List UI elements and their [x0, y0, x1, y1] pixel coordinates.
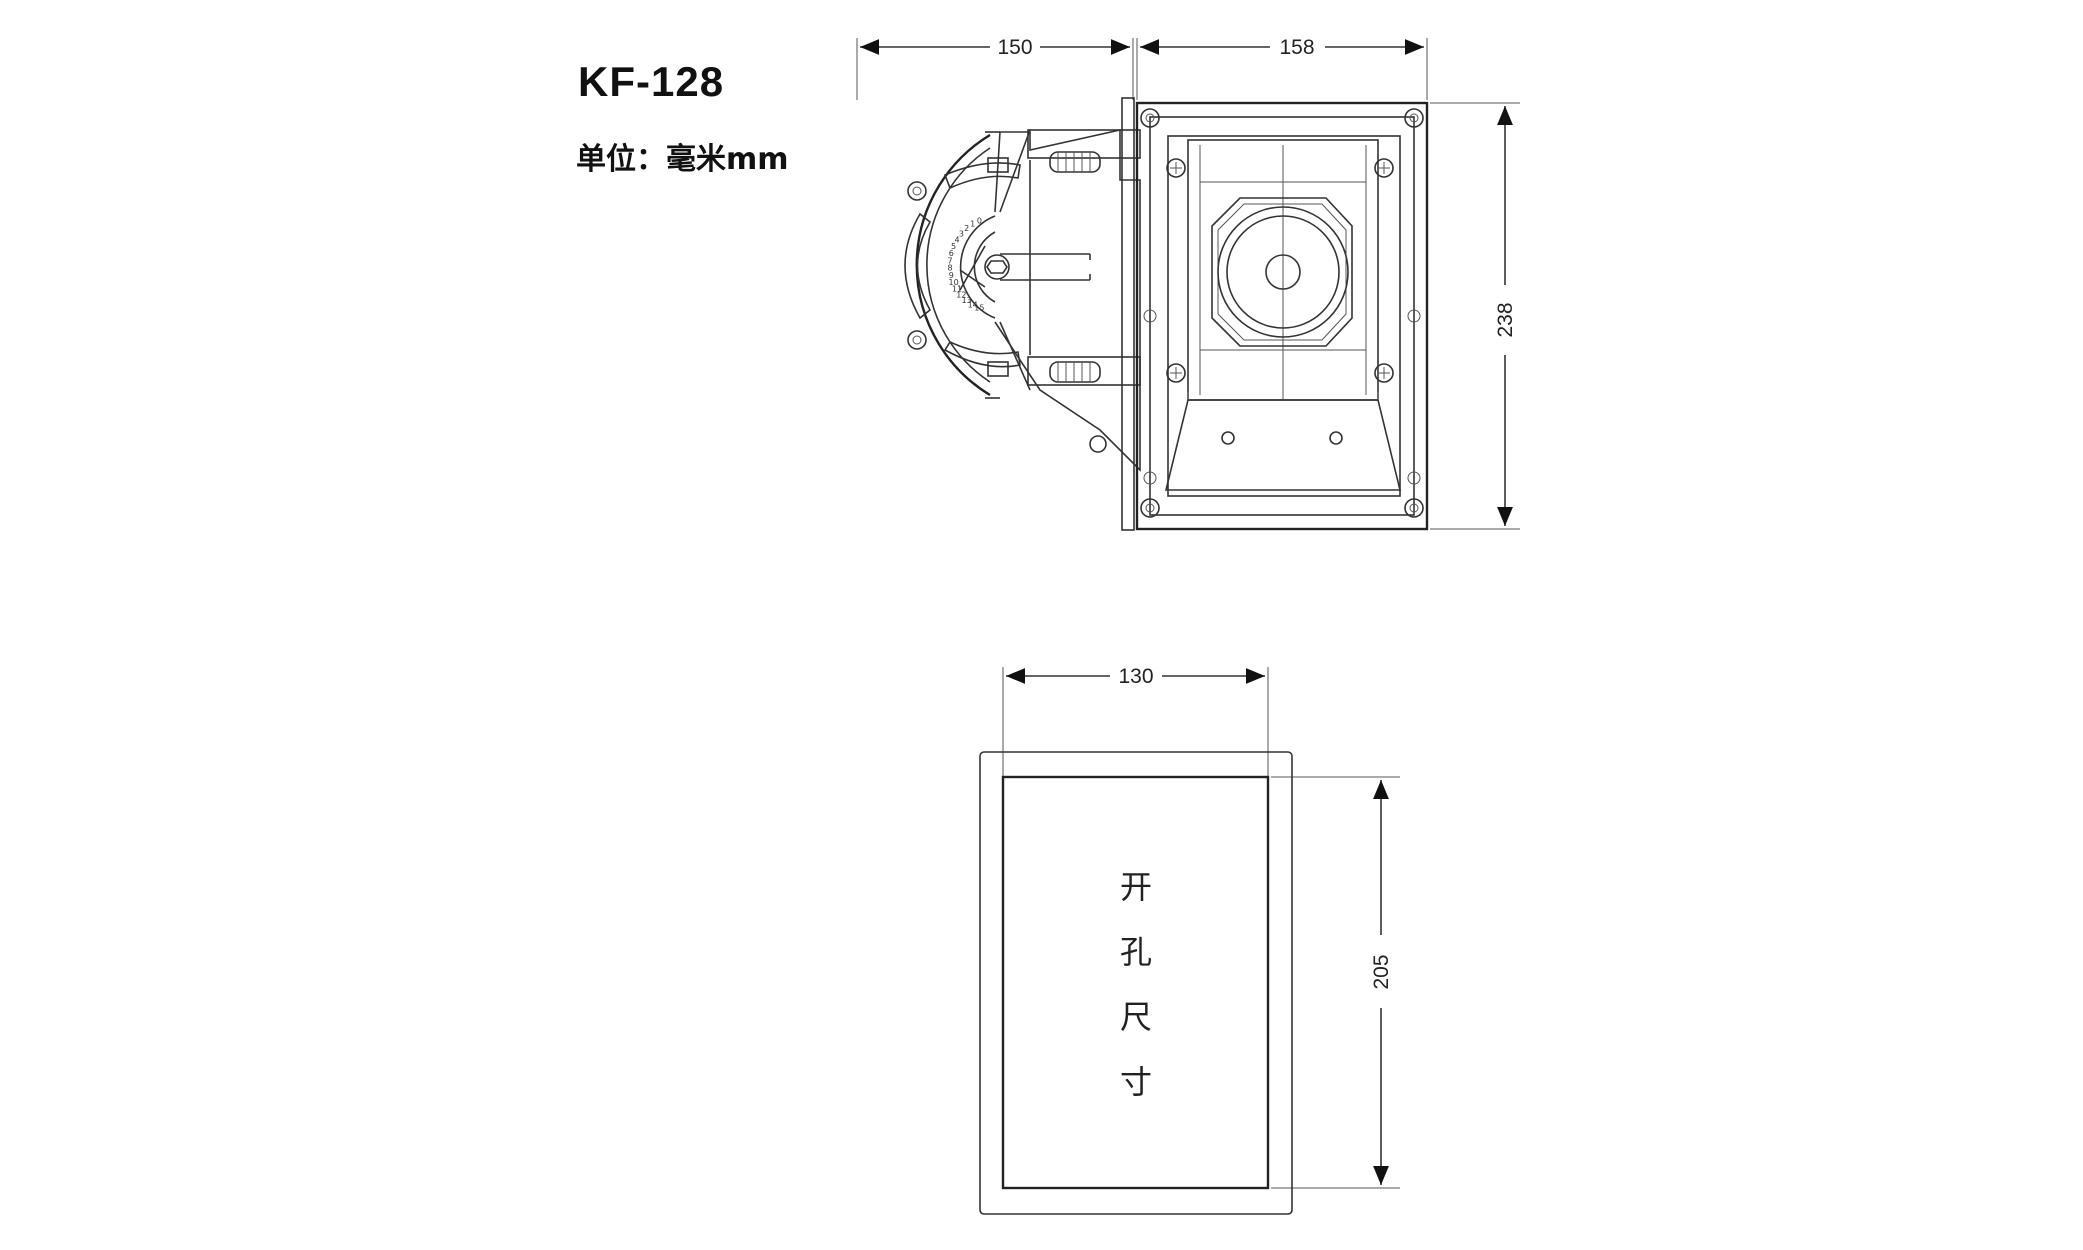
dimension-label-side-depth: 150 [997, 36, 1032, 59]
dimension-front-width: 158 [1136, 36, 1428, 100]
cutout-label-char-4: 寸 [1120, 1063, 1152, 1101]
cutout-label-char-1: 开 [1120, 868, 1152, 906]
dial-scale-mark: 2 [964, 224, 969, 233]
dial-scale-mark: 7 [948, 256, 953, 265]
cutout-label-char-2: 孔 [1120, 933, 1152, 971]
model-title: KF-128 [578, 58, 725, 105]
dial-scale-mark: 0 [977, 216, 982, 225]
cutout-label-char-3: 尺 [1120, 998, 1152, 1036]
dial-scale-mark: 5 [951, 242, 956, 251]
dial-scale-mark: 14 [968, 300, 978, 309]
dimension-label-front-height: 238 [1494, 302, 1517, 337]
dial-scale-mark: 8 [948, 264, 953, 273]
dial-scale-mark: 12 [956, 291, 966, 300]
dial-scale-mark: 10 [949, 278, 959, 287]
front-view [1135, 101, 1429, 531]
dial-scale-mark: 13 [962, 296, 972, 305]
cutout-view: 开 孔 尺 寸 [979, 751, 1293, 1215]
dimension-front-height: 238 [1430, 102, 1520, 530]
dial-scale-mark: 1 [970, 220, 975, 229]
dial-scale-mark: 4 [954, 235, 959, 244]
dimension-label-front-width: 158 [1279, 36, 1314, 59]
dial-scale-mark: 6 [949, 249, 954, 258]
dimension-side-depth: 150 [856, 36, 1134, 100]
dial-scale-mark: 15 [974, 304, 984, 313]
dimension-label-cutout-height: 205 [1370, 954, 1393, 989]
unit-label: 单位：毫米mm [576, 142, 789, 177]
dial-scale-mark: 9 [949, 271, 954, 280]
dial-scale-mark: 11 [952, 285, 962, 294]
dial-scale-mark: 3 [959, 229, 964, 238]
dimension-cutout-height: 205 [1271, 776, 1400, 1189]
dimension-cutout-width: 130 [1002, 665, 1269, 780]
dimension-label-cutout-width: 130 [1118, 665, 1153, 688]
